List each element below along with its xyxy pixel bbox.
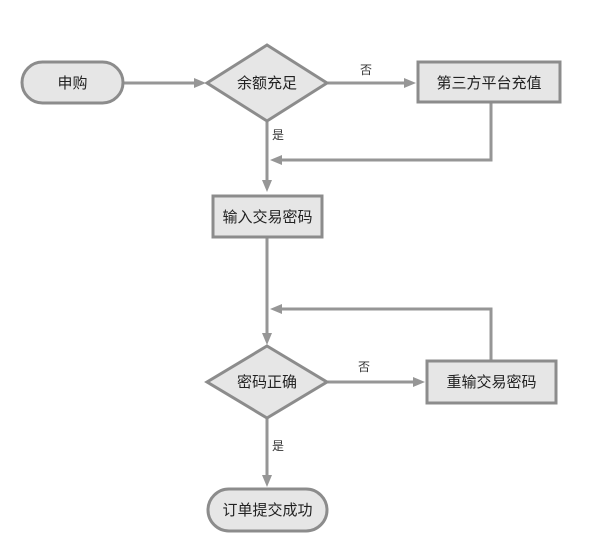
- node-label-balance-check: 余额充足: [237, 74, 297, 92]
- node-label-reenter-password: 重输交易密码: [446, 373, 536, 391]
- terminal-shape: [206, 487, 329, 533]
- edge-label-balance-yes: 是: [272, 128, 284, 142]
- edge-label-balance-no: 否: [360, 63, 372, 77]
- arrowhead-balance-check: [194, 78, 206, 88]
- arrowhead-password-check: [262, 333, 272, 345]
- process-shape: [416, 60, 562, 104]
- node-third-party-recharge: 第三方平台充值: [416, 60, 562, 104]
- node-order-success: 订单提交成功: [206, 487, 329, 533]
- arrowhead-order-success: [262, 475, 272, 487]
- node-purchase: 申购: [20, 60, 125, 105]
- edge-reenter-loop-back: [281, 307, 493, 360]
- edge-labels: 否 是 否 是: [272, 63, 372, 453]
- node-password-check: 密码正确: [204, 344, 330, 420]
- decision-shape: [204, 43, 330, 123]
- node-enter-password: 输入交易密码: [211, 194, 324, 239]
- edge-label-password-yes: 是: [272, 439, 284, 453]
- node-label-enter-password: 输入交易密码: [222, 208, 312, 226]
- node-balance-check: 余额充足: [204, 43, 330, 123]
- edge-label-password-no: 否: [358, 360, 370, 374]
- edge-recharge-loop-back: [281, 103, 493, 162]
- node-reenter-password: 重输交易密码: [425, 359, 558, 405]
- arrowhead-recharge-loop: [270, 155, 282, 165]
- node-label-purchase: 申购: [57, 74, 87, 92]
- node-label-password-check: 密码正确: [237, 373, 297, 391]
- process-shape: [425, 359, 558, 405]
- terminal-shape: [20, 60, 125, 105]
- arrowhead-reenter-password: [413, 377, 425, 387]
- process-shape: [211, 194, 324, 239]
- arrowhead-recharge: [404, 78, 416, 88]
- edges: [124, 78, 493, 487]
- node-label-third-party-recharge: 第三方平台充值: [436, 74, 541, 92]
- node-label-order-success: 订单提交成功: [222, 501, 312, 519]
- arrowhead-enter-password: [262, 180, 272, 192]
- decision-shape: [204, 344, 330, 420]
- arrowhead-reenter-loop: [270, 304, 282, 314]
